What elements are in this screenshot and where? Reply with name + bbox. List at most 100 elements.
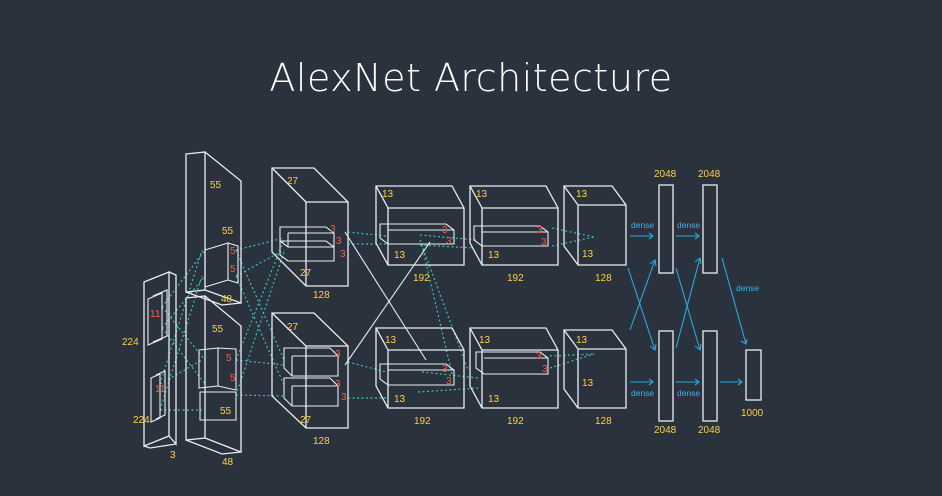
conv5-top-channels-label: 128 (595, 273, 612, 284)
dense1-bottom-to-dense2-top-arrow (675, 256, 702, 349)
conv4-top-block (469, 185, 559, 266)
dashed-connections (159, 227, 595, 411)
conv3-top-kernel-label-a: 3 (442, 225, 448, 236)
conv5-bottom-block (563, 329, 627, 409)
cross-connections (344, 231, 431, 366)
conv4-bottom-kernel-label-a: 3 (536, 351, 542, 362)
conv1-top-depth-label: 55 (210, 180, 222, 191)
dense2-top-to-output-arrow (721, 257, 748, 345)
dense2-bottom-label: dense (677, 388, 700, 398)
conv3-bottom-channels-label: 192 (414, 416, 431, 427)
dense2-bottom-to-output-arrow (720, 378, 743, 386)
conv3-bottom-size-label: 13 (385, 335, 397, 346)
conv3-to-conv4-top-lines (419, 234, 479, 249)
conv3-bottom-kernel-label-b: 3 (446, 376, 452, 387)
conv4-bottom-kernel (475, 351, 549, 375)
conv1-top-kernel-a: 5 (230, 246, 236, 257)
dense1-top-size-label: 2048 (654, 169, 677, 180)
dense1-bottom-bar (658, 330, 674, 422)
conv2-top-kernel-b (279, 240, 335, 262)
input-width-label: 224 (133, 415, 150, 426)
conv4-top-size-label: 13 (476, 189, 488, 200)
conv3-bottom-kernel (379, 363, 455, 386)
conv1-to-conv2-bottom-lines (235, 239, 285, 397)
conv5-top-to-dense1-bottom-arrow (627, 267, 657, 352)
conv1-top-kernel-b: 5 (230, 264, 236, 275)
conv4-bottom-inner-label: 13 (488, 394, 500, 405)
conv3-bottom-kernel-label-a: 3 (442, 364, 448, 375)
conv2-top-kernel-label-c: 3 (340, 249, 346, 260)
conv4-top-kernel-label-b: 3 (541, 237, 547, 248)
input-kernel-top (147, 292, 163, 346)
input-kernel-label-a: 11 (150, 309, 161, 320)
conv4-top-kernel (473, 225, 549, 247)
conv5-to-dense1-bottom-arrow (630, 378, 654, 386)
conv4-to-conv5-bottom-lines (549, 353, 595, 369)
conv1-to-conv2-top-lines (235, 237, 285, 386)
conv2-bottom-kernel-label-b: 3 (335, 379, 341, 390)
conv1-bottom-inner-label: 55 (220, 406, 232, 417)
conv4-top-inner-label: 13 (488, 250, 500, 261)
conv1-top-kernel (204, 242, 239, 288)
dense2-bottom-size-label: 2048 (698, 425, 721, 436)
conv4-top-kernel-label-a: 3 (537, 225, 543, 236)
input-kernel-bottom-depth (155, 370, 166, 420)
conv3-top-inner-label: 13 (394, 250, 406, 261)
conv3-top-channels-label: 192 (413, 273, 430, 284)
conv1-top-channels-label: 48 (221, 294, 233, 305)
conv3-layer: 13 3 3 13 192 13 13 3 3 192 (375, 185, 465, 427)
conv4-top-channels-label: 192 (507, 273, 524, 284)
page-title: AlexNet Architecture (269, 56, 673, 100)
conv2-top-kernel-a (279, 226, 335, 248)
dense-arrows (627, 232, 748, 386)
conv4-bottom-block (469, 327, 559, 409)
dense1-top-to-dense2-bottom-arrow (675, 267, 702, 352)
conv1-layer: 55 55 5 5 48 55 5 5 55 48 (185, 151, 242, 468)
dense1-to-dense2-bottom-arrow (676, 378, 700, 386)
conv5-top-block (563, 185, 627, 266)
conv4-bottom-kernel-label-b: 3 (542, 364, 548, 375)
conv1-top-inner-label: 55 (222, 226, 234, 237)
conv3-top-size-label: 13 (382, 189, 394, 200)
conv4-layer: 13 3 3 13 192 13 13 3 3 192 (469, 185, 559, 427)
conv4-bottom-channels-label: 192 (507, 416, 524, 427)
conv3-to-conv4-bottom-lines (417, 239, 479, 393)
conv2-top-size-label: 27 (287, 176, 299, 187)
conv1-bottom-kernel-b (199, 391, 237, 421)
input-layer: 224 224 3 11 11 (122, 271, 177, 461)
conv2-top-block (271, 167, 349, 287)
conv3-top-block (375, 185, 465, 266)
dense1-bottom-label: dense (631, 388, 654, 398)
input-side-face (143, 271, 177, 449)
conv1-bottom-block (185, 295, 242, 455)
conv2-top-channels-label: 128 (313, 290, 330, 301)
conv2-bottom-inner-label: 27 (300, 415, 312, 426)
conv4-bottom-size-label: 13 (479, 335, 491, 346)
conv2-layer: 27 3 3 3 27 128 27 3 3 3 27 128 (271, 167, 349, 447)
conv2-bottom-kernel-label-a: 3 (335, 349, 341, 360)
conv5-bottom-inner-label: 13 (582, 378, 594, 389)
conv5-bottom-channels-label: 128 (595, 416, 612, 427)
input-kernel-top-depth (152, 289, 168, 343)
dense2-top-bar (702, 184, 718, 274)
dense1-bottom-size-label: 2048 (654, 425, 677, 436)
conv1-bottom-kernel-label-a: 5 (226, 353, 232, 364)
dense2-bottom-bar (702, 330, 718, 422)
conv5-bottom-size-label: 13 (576, 335, 588, 346)
input-to-conv1-bottom-lines (159, 249, 203, 411)
conv5-bottom-to-dense1-top-arrow (629, 258, 657, 331)
dense1-top-bar (658, 184, 674, 274)
conv5-top-size-label: 13 (576, 189, 588, 200)
input-kernel-bottom (150, 373, 161, 423)
output-dense-label: dense (736, 283, 759, 293)
dense1-to-dense2-top-arrow (676, 232, 700, 240)
conv2-bottom-kernel-b (283, 377, 339, 407)
conv2-bottom-channels-label: 128 (313, 436, 330, 447)
conv2-top-inner-label: 27 (300, 268, 312, 279)
dense2-top-size-label: 2048 (698, 169, 721, 180)
conv2-top-kernel-label-a: 3 (330, 224, 336, 235)
conv3-top-kernel-label-b: 3 (446, 236, 452, 247)
input-depth-label: 3 (170, 450, 176, 461)
dense2-top-label: dense (677, 220, 700, 230)
conv3-bottom-inner-label: 13 (394, 394, 406, 405)
